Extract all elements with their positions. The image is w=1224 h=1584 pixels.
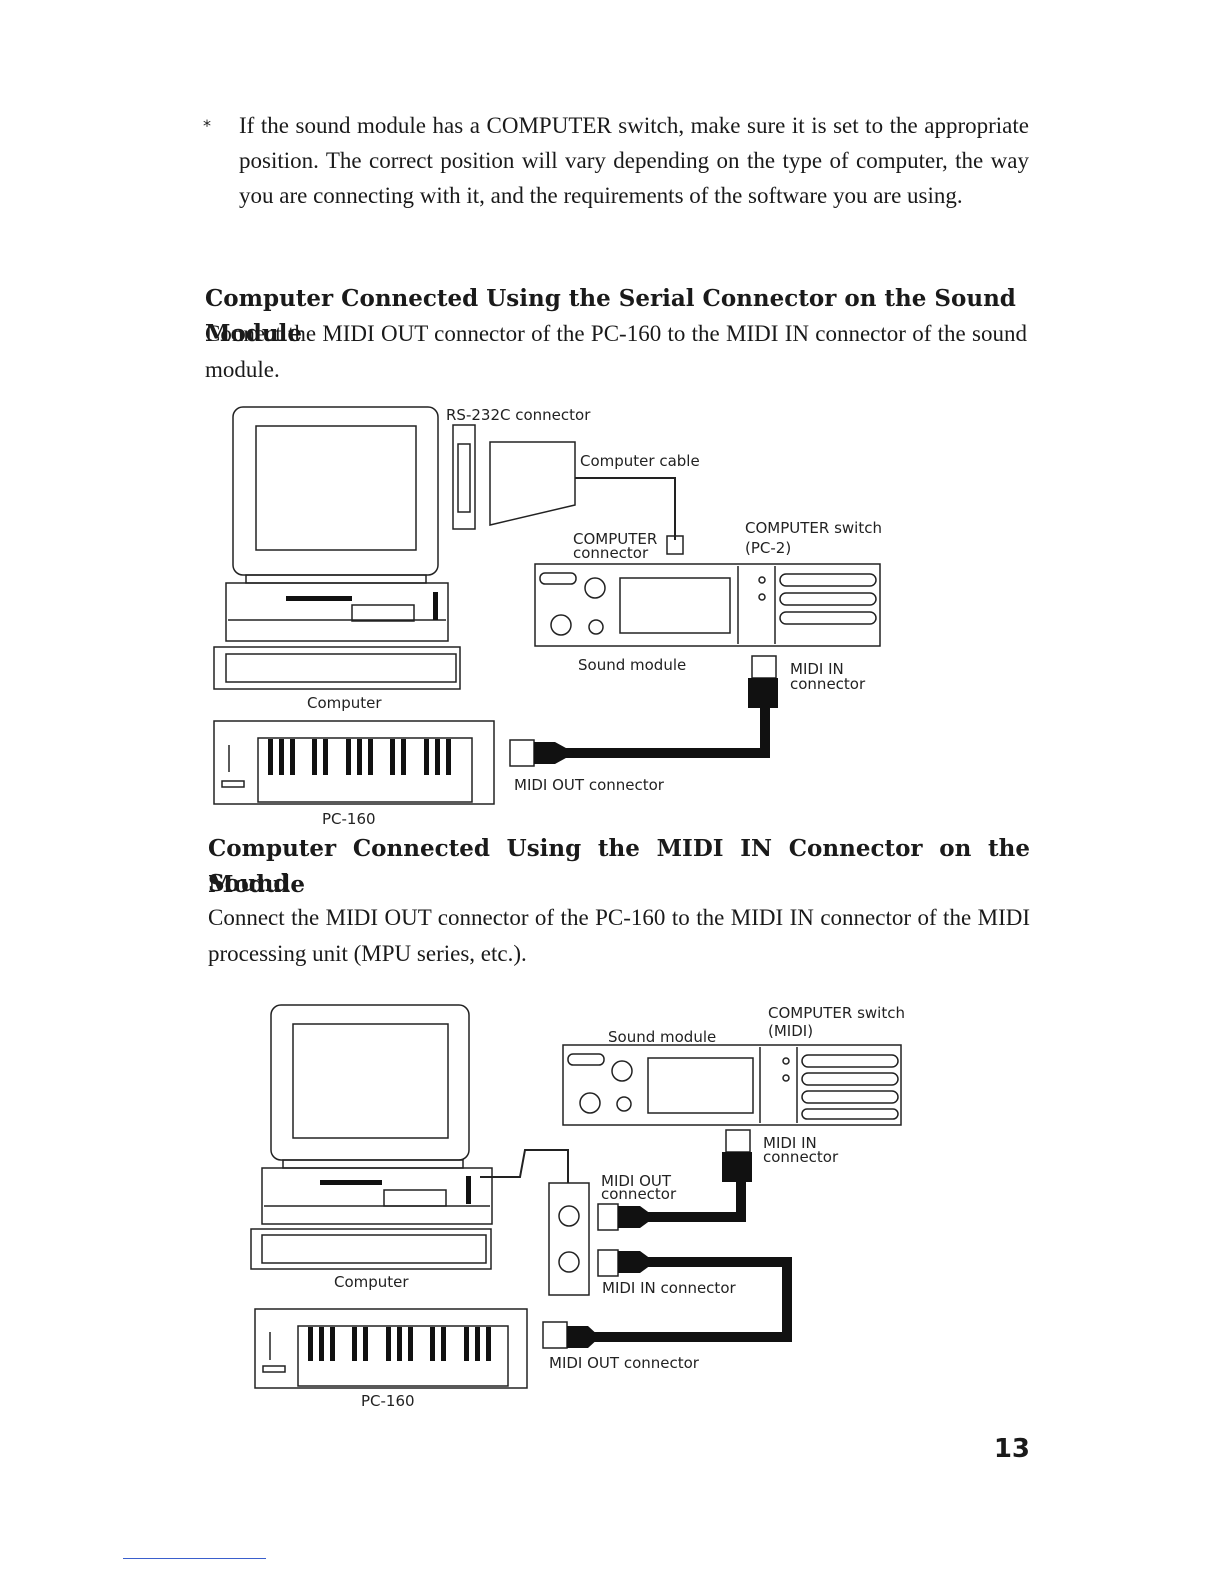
monitor-screen	[292, 1023, 449, 1139]
label-sound-module: Sound module	[578, 656, 686, 674]
pc160-keyboard	[213, 720, 495, 805]
label-midi-in-2: connector	[763, 1148, 839, 1166]
label-computer: Computer	[307, 694, 382, 712]
sound-module	[562, 1044, 902, 1126]
mpu-unit	[548, 1182, 590, 1296]
computer-keyboard	[250, 1228, 492, 1270]
label-computer-switch-2: (MIDI)	[768, 1022, 813, 1040]
sound-module	[534, 563, 881, 647]
section1-body: Connect the MIDI OUT connector of the PC…	[205, 321, 1027, 382]
label-midi-in-2: connector	[790, 675, 866, 693]
label-midi-in-1: MIDI IN	[790, 660, 844, 678]
pc160-black-keys	[268, 592, 451, 775]
label-mpu-midi-out-1: MIDI OUT	[601, 1172, 672, 1190]
pc160-black-keys	[308, 1176, 491, 1361]
label-sound-module: Sound module	[608, 1028, 716, 1046]
computer-base	[261, 1167, 493, 1225]
label-computer-switch-1: COMPUTER switch	[768, 1004, 905, 1022]
computer-monitor	[270, 1004, 470, 1161]
pc160-keyboard	[254, 1308, 528, 1389]
computer-base	[225, 582, 449, 642]
footer-rule	[123, 1558, 266, 1559]
diagram-serial-connection: RS-232C connector Computer cable COMPUTE…	[213, 406, 882, 828]
section2-heading-line2: Module	[208, 871, 305, 898]
diagram-midi-in-connection: COMPUTER switch (MIDI) Sound module MIDI…	[250, 1004, 905, 1410]
rs232c-port	[452, 424, 476, 530]
label-mpu-midi-in: MIDI IN connector	[602, 1279, 736, 1297]
page-number: 13	[993, 1434, 1030, 1464]
label-computer-switch-2: (PC-2)	[745, 539, 791, 557]
monitor-screen	[255, 425, 417, 551]
section1-heading: Computer Connected Using the Serial Conn…	[205, 285, 1016, 347]
label-computer-switch-1: COMPUTER switch	[745, 519, 882, 537]
label-mpu-midi-out-2: connector	[601, 1185, 677, 1203]
label-pc160: PC-160	[322, 810, 376, 828]
sound-module-midi-in-plug	[725, 1129, 751, 1153]
note-text: If the sound module has a COMPUTER switc…	[239, 113, 1029, 208]
sound-module-midi-in-plug	[751, 655, 777, 679]
computer-connector-plug	[666, 535, 684, 555]
note-bullet: *	[203, 116, 211, 135]
label-pc160: PC-160	[361, 1392, 415, 1410]
section2-body: Connect the MIDI OUT connector of the PC…	[208, 905, 1030, 966]
label-midi-out: MIDI OUT connector	[549, 1354, 700, 1372]
pc160-midi-out-plug	[509, 739, 535, 767]
label-computer-connector-1: COMPUTER	[573, 530, 657, 548]
pc160-midi-out-plug	[542, 1321, 568, 1349]
label-midi-out: MIDI OUT connector	[514, 776, 665, 794]
label-rs232c: RS-232C connector	[446, 406, 591, 424]
label-midi-in-1: MIDI IN	[763, 1134, 817, 1152]
computer-keyboard	[213, 646, 461, 690]
label-computer-cable: Computer cable	[580, 452, 700, 470]
section2-heading-line1: Computer Connected Using the MIDI IN Con…	[208, 835, 1030, 897]
label-computer-connector-2: connector	[573, 544, 649, 562]
label-computer: Computer	[334, 1273, 409, 1291]
midi-cable	[535, 678, 770, 758]
computer-cable-plug	[489, 441, 576, 526]
